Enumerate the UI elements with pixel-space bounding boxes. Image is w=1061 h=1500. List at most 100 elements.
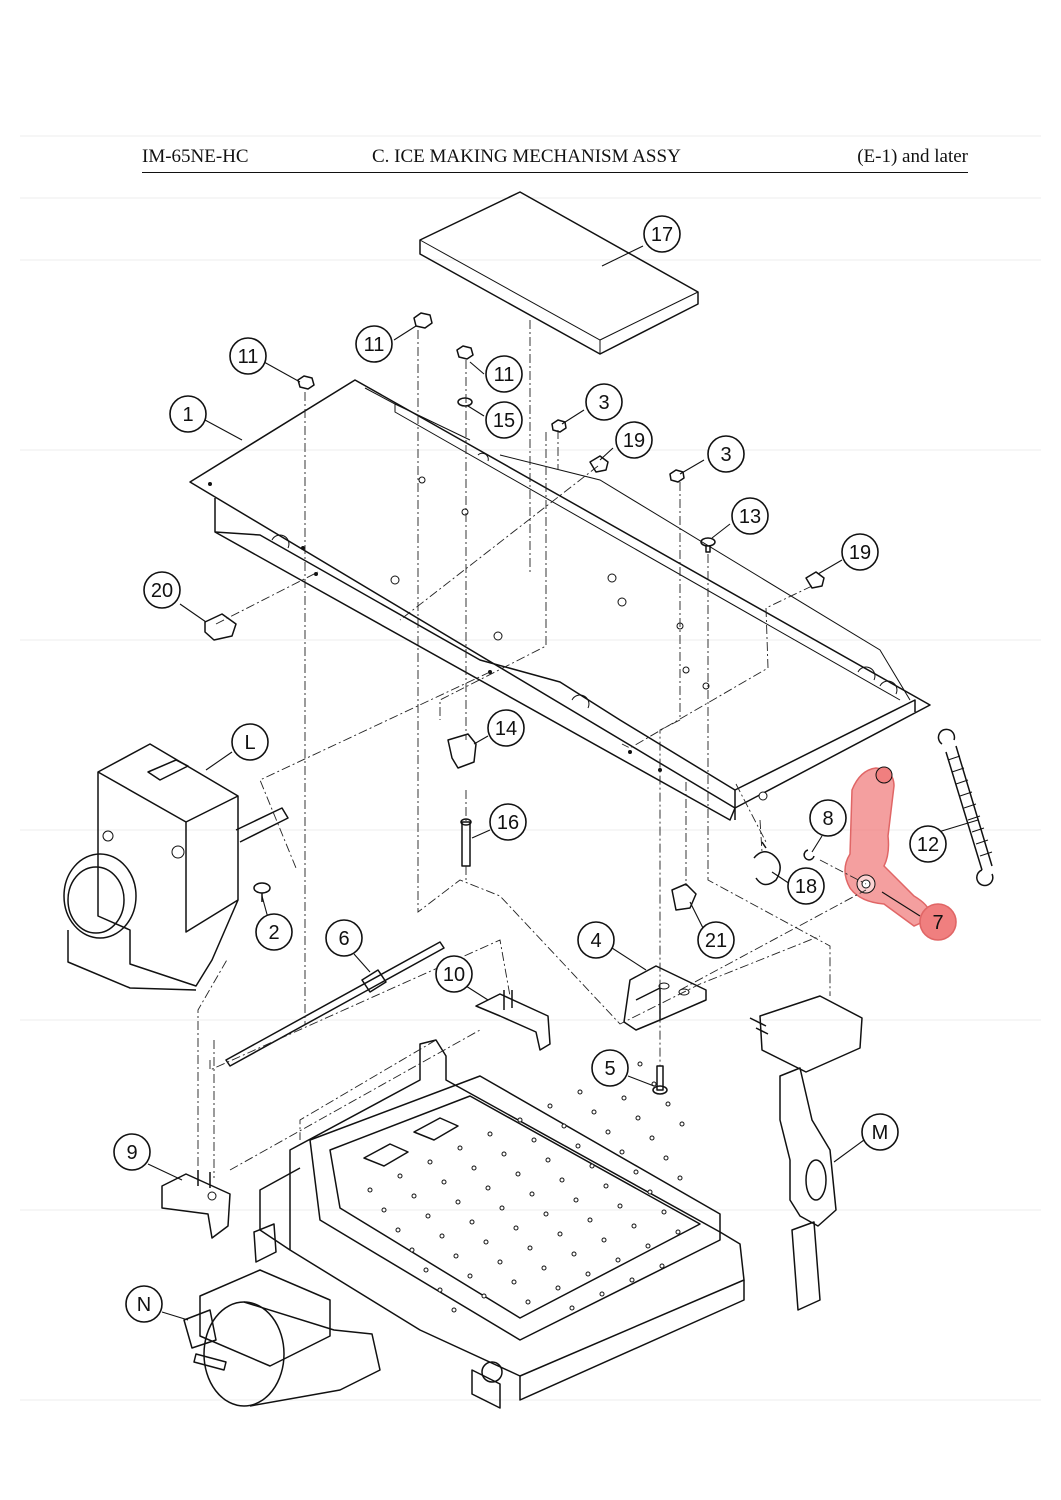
- callout-number: 11: [364, 334, 385, 356]
- part-18-clip[interactable]: [753, 841, 781, 886]
- callout-number: 3: [598, 392, 609, 414]
- part-5-screw[interactable]: [652, 1065, 668, 1095]
- callout-number: N: [137, 1294, 151, 1316]
- callout-10[interactable]: 10: [435, 955, 473, 993]
- callout-8[interactable]: 8: [809, 799, 847, 837]
- callout-21[interactable]: 21: [697, 921, 735, 959]
- part-8-ring[interactable]: [803, 849, 815, 861]
- callout-15[interactable]: 15: [485, 401, 523, 439]
- callout-circle: [861, 1113, 899, 1151]
- callout-2[interactable]: 2: [255, 913, 293, 951]
- callout-number: 16: [497, 812, 519, 834]
- callout-number: 2: [268, 922, 279, 944]
- callout-circle: [231, 723, 269, 761]
- callout-5[interactable]: 5: [591, 1049, 629, 1087]
- callout-number: 13: [739, 506, 761, 528]
- callout-number: M: [872, 1122, 889, 1144]
- callout-11[interactable]: 11: [355, 325, 393, 363]
- callout-circle: [697, 921, 735, 959]
- serial-range: (E-1) and later: [857, 146, 968, 167]
- callout-11[interactable]: 11: [229, 337, 267, 375]
- part-14-bushing[interactable]: [447, 733, 477, 769]
- part-9-bracket[interactable]: [161, 1170, 231, 1239]
- callout-l[interactable]: L: [231, 723, 269, 761]
- callout-m[interactable]: M: [861, 1113, 899, 1151]
- callout-circle: [325, 919, 363, 957]
- model-number: IM-65NE-HC: [142, 146, 249, 167]
- callout-circle: [113, 1133, 151, 1171]
- callout-number: 5: [604, 1058, 615, 1080]
- callout-number: 21: [705, 930, 727, 952]
- callout-number: 4: [590, 930, 601, 952]
- callout-circle: [585, 383, 623, 421]
- part-N-motor[interactable]: [183, 1223, 381, 1407]
- part-13-screw[interactable]: [700, 537, 716, 553]
- part-15-washer[interactable]: [457, 397, 473, 407]
- callout-12[interactable]: 12: [909, 825, 947, 863]
- part-12-spring[interactable]: [937, 728, 994, 887]
- header-rule: [142, 172, 968, 173]
- callout-number: 18: [795, 876, 817, 898]
- page-title: C. ICE MAKING MECHANISM ASSY: [372, 146, 681, 167]
- callout-7-highlighted[interactable]: 7: [919, 903, 957, 941]
- callout-9[interactable]: 9: [113, 1133, 151, 1171]
- callout-number: 7: [932, 912, 943, 934]
- part-19-clips[interactable]: [589, 455, 825, 589]
- callout-17[interactable]: 17: [643, 215, 681, 253]
- callout-circle: [355, 325, 393, 363]
- part-6-shaft[interactable]: [225, 941, 445, 1067]
- callout-circle: [255, 913, 293, 951]
- callout-3[interactable]: 3: [585, 383, 623, 421]
- callout-19[interactable]: 19: [615, 421, 653, 459]
- callout-circle: [487, 709, 525, 747]
- callout-13[interactable]: 13: [731, 497, 769, 535]
- callout-number: 11: [494, 364, 515, 386]
- callout-circle: [169, 395, 207, 433]
- part-10-bracket[interactable]: [475, 990, 551, 1051]
- callout-18[interactable]: 18: [787, 867, 825, 905]
- callout-4[interactable]: 4: [577, 921, 615, 959]
- part-4-bracket[interactable]: [623, 965, 707, 1031]
- callout-number: 20: [151, 580, 173, 602]
- callout-circle: [615, 421, 653, 459]
- callout-1[interactable]: 1: [169, 395, 207, 433]
- callout-number: 1: [182, 404, 193, 426]
- part-2-screw[interactable]: [253, 882, 271, 902]
- part-20-connector[interactable]: [204, 613, 237, 641]
- callout-14[interactable]: 14: [487, 709, 525, 747]
- callout-number: 9: [126, 1142, 137, 1164]
- callout-circle: [229, 337, 267, 375]
- callout-number: L: [244, 732, 255, 754]
- callout-3[interactable]: 3: [707, 435, 745, 473]
- part-16-pin[interactable]: [460, 818, 472, 867]
- page-header: IM-65NE-HC C. ICE MAKING MECHANISM ASSY …: [142, 146, 968, 174]
- part-M-switch-assembly[interactable]: [749, 995, 863, 1311]
- part-L-gear-motor[interactable]: [63, 743, 289, 991]
- evaporator-tray[interactable]: [259, 1039, 745, 1409]
- callout-circle: [909, 825, 947, 863]
- callout-n[interactable]: N: [125, 1285, 163, 1323]
- callout-circle: [125, 1285, 163, 1323]
- callout-number: 12: [917, 834, 939, 856]
- callout-19[interactable]: 19: [841, 533, 879, 571]
- part-17-insulation[interactable]: [419, 191, 699, 355]
- callout-circle: [485, 355, 523, 393]
- callout-circle: [577, 921, 615, 959]
- callout-circle: [143, 571, 181, 609]
- callout-number: 11: [238, 346, 259, 368]
- part-21-clip[interactable]: [671, 883, 697, 911]
- callout-11[interactable]: 11: [485, 355, 523, 393]
- callout-6[interactable]: 6: [325, 919, 363, 957]
- callout-circle: [787, 867, 825, 905]
- callout-number: 3: [720, 444, 731, 466]
- part-3-nuts[interactable]: [551, 419, 685, 483]
- callout-number: 10: [443, 964, 465, 986]
- part-7-lever-highlighted[interactable]: [844, 766, 930, 927]
- part-1-base-plate[interactable]: [189, 379, 931, 821]
- callout-20[interactable]: 20: [143, 571, 181, 609]
- callout-circle: [485, 401, 523, 439]
- callout-16[interactable]: 16: [489, 803, 527, 841]
- callout-number: 15: [493, 410, 515, 432]
